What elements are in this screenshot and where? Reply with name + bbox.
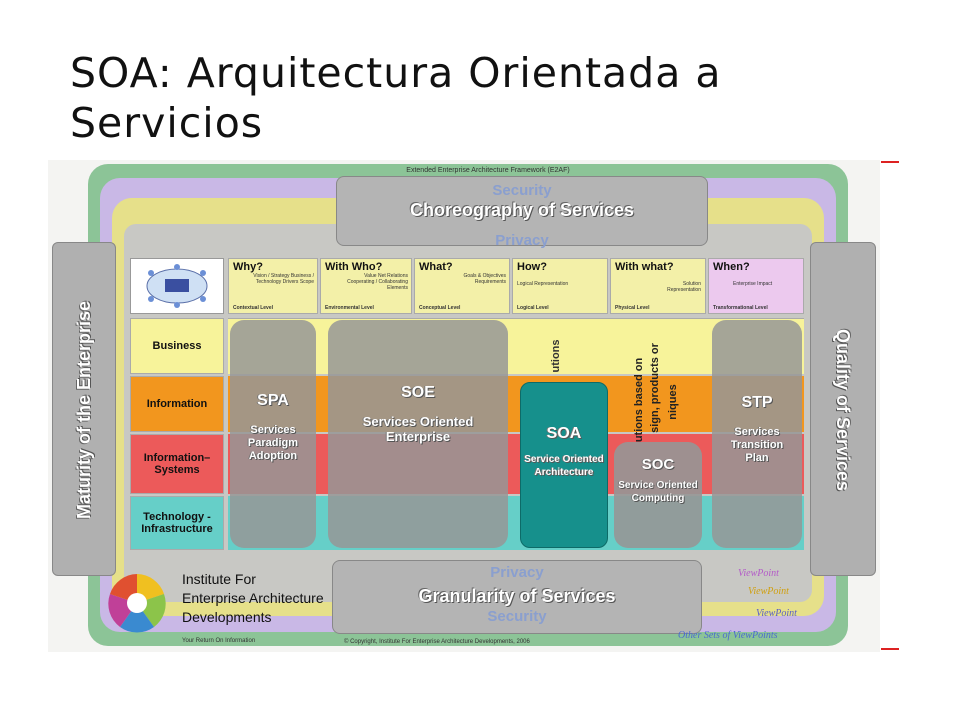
soa-abbr: SOA (546, 425, 582, 442)
column-level: Contextual Level (233, 305, 274, 311)
red-marker-bottom (881, 648, 899, 650)
soe-name: Services Oriented Enterprise (362, 414, 474, 444)
row-label-information-systems: Information–Systems (130, 434, 224, 494)
institute-line: Enterprise Architecture (182, 590, 324, 606)
row-band-business (228, 318, 804, 374)
column-header-with-who: With Who? Value Net Relations Cooperatin… (320, 258, 412, 314)
footer-return-text: Your Return On Information (182, 638, 256, 644)
spa-overlay: SPA Services Paradigm Adoption (230, 320, 316, 548)
copyright-text: © Copyright, Institute For Enterprise Ar… (344, 639, 530, 645)
column-level: Physical Level (615, 305, 650, 311)
spa-name: Services Paradigm Adoption (247, 424, 299, 462)
row-band-information-systems (228, 434, 804, 494)
right-side-banner (810, 242, 876, 576)
soc-abbr: SOC (641, 456, 675, 473)
e2af-logo-cell (130, 258, 224, 314)
soa-overlay[interactable]: SOA Service Oriented Architecture (520, 382, 608, 548)
institute-logo-icon (104, 570, 170, 636)
soc-overlay: SOC Service Oriented Computing (614, 442, 702, 548)
soe-abbr: SOE (401, 384, 435, 401)
faded-text-solutions: utions (550, 339, 562, 373)
column-detail: Value Net Relations Cooperating / Collab… (347, 273, 408, 291)
faded-text-based-on: utions based on (633, 357, 645, 443)
column-header-when: When? Enterprise Impact Transformational… (708, 258, 804, 314)
granularity-label: Granularity of Services (418, 586, 616, 606)
quality-label: Quality of Services (833, 328, 853, 492)
soe-overlay: SOE Services Oriented Enterprise (328, 320, 508, 548)
faded-text-design: sign, products or (649, 343, 661, 433)
viewpoint-label-3: ViewPoint (756, 608, 797, 619)
e2af-logo-icon (146, 264, 208, 308)
choreography-label: Choreography of Services (409, 200, 635, 220)
column-level: Transformational Level (713, 305, 768, 311)
top-privacy-label: Privacy (495, 232, 549, 249)
bottom-banner (332, 560, 702, 634)
stp-overlay: STP Services Transition Plan (712, 320, 802, 548)
column-header-what: What? Goals & Objectives Requirements Co… (414, 258, 510, 314)
e2af-diagram: Extended Enterprise Architecture Framewo… (48, 160, 880, 652)
soa-name: Service Oriented Architecture (524, 454, 604, 478)
column-detail: Logical Representation (517, 281, 569, 287)
column-header-with-what: With what? Solution Representation Physi… (610, 258, 706, 314)
column-header-how: How? Logical Representation Logical Leve… (512, 258, 608, 314)
bottom-security-label: Security (487, 608, 547, 625)
row-label-technology: Technology - Infrastructure (130, 496, 224, 550)
column-header-why: Why? Vision / Strategy Business / Techno… (228, 258, 318, 314)
institute-line: Developments (182, 609, 272, 625)
stp-abbr: STP (741, 394, 773, 411)
top-security-label: Security (492, 182, 552, 199)
viewpoint-label-4: Other Sets of ViewPoints (678, 630, 778, 641)
red-marker-top (881, 161, 899, 163)
column-title: With what? (615, 261, 674, 273)
column-level: Logical Level (517, 305, 549, 311)
column-title: How? (517, 261, 547, 273)
spa-abbr: SPA (257, 392, 289, 409)
column-level: Conceptual Level (419, 305, 461, 311)
viewpoint-label-1: ViewPoint (738, 568, 779, 579)
maturity-label: Maturity of the Enterprise (74, 300, 94, 520)
top-banner (336, 176, 708, 246)
institute-name: Institute For Enterprise Architecture De… (182, 570, 324, 627)
column-title: Why? (233, 261, 263, 273)
left-side-banner (52, 242, 116, 576)
institute-line: Institute For (182, 571, 256, 587)
framework-title: Extended Enterprise Architecture Framewo… (406, 167, 570, 174)
column-level: Environmental Level (325, 305, 374, 311)
faded-text-niques: niques (667, 384, 679, 420)
row-label-information: Information (130, 376, 224, 432)
column-title: With Who? (325, 261, 383, 273)
slide-title: SOA: Arquitectura Orientada a Servicios (70, 49, 722, 147)
bottom-privacy-label: Privacy (490, 564, 544, 581)
column-detail: Goals & Objectives Requirements (463, 273, 506, 285)
stp-name: Services Transition Plan (730, 426, 784, 464)
viewpoint-label-2: ViewPoint (748, 586, 789, 597)
row-label-business: Business (130, 318, 224, 374)
column-detail: Vision / Strategy Business / Technology … (253, 273, 314, 285)
column-detail: Solution Representation (667, 281, 701, 293)
soc-name: Service Oriented Computing (618, 480, 698, 504)
row-band-information (228, 376, 804, 432)
column-title: When? (713, 261, 750, 273)
column-detail: Enterprise Impact (733, 281, 773, 287)
row-band-technology (228, 496, 804, 550)
column-title: What? (419, 261, 453, 273)
